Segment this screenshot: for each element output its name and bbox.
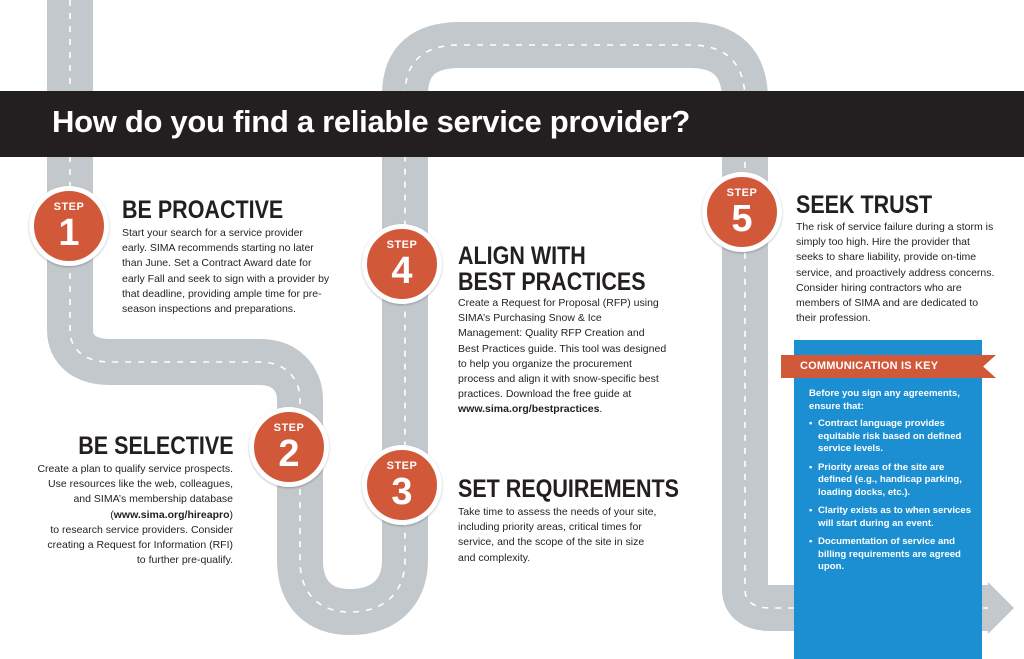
step-2-link-close: ) (229, 508, 234, 521)
step-4-heading: ALIGN WITH BEST PRACTICES (458, 243, 646, 295)
step-5-badge: STEP 5 (702, 172, 782, 252)
step-1-heading: BE PROACTIVE (122, 196, 284, 224)
step-1-body: Start your search for a service provider… (122, 227, 330, 316)
step-2-label: STEP (273, 422, 305, 434)
communication-box (794, 340, 982, 659)
list-item: • Priority areas of the site are defined … (809, 462, 974, 500)
communication-title: COMMUNICATION IS KEY (800, 360, 939, 372)
list-item-text: Documentation of service and billing req… (818, 536, 961, 572)
step-4-body-text: Create a Request for Proposal (RFP) usin… (458, 297, 667, 401)
communication-tab (781, 355, 996, 378)
step-5-label: STEP (726, 187, 758, 199)
bullet: • (809, 536, 813, 547)
bullet: • (809, 418, 813, 429)
step-3-heading: SET REQUIREMENTS (458, 475, 680, 503)
step-3-badge: STEP 3 (362, 445, 442, 525)
road-center-line (69, 0, 990, 613)
step-1-badge: STEP 1 (29, 186, 109, 266)
step-4-number: 4 (391, 250, 413, 292)
road-arrow-head (988, 582, 1014, 634)
communication-intro: Before you sign any agreements, ensure t… (809, 388, 960, 412)
bullet: • (809, 505, 813, 516)
step-2-link-open: ( (110, 508, 114, 521)
step-2-badge: STEP 2 (249, 407, 329, 487)
list-item-text: Priority areas of the site are defined (… (818, 461, 962, 498)
step-2-heading: BE SELECTIVE (78, 432, 234, 460)
step-4-label: STEP (386, 239, 418, 251)
list-item-text: Contract language provides equitable ris… (818, 418, 962, 454)
step-2-body-2: to research service providers. Consider … (47, 523, 233, 567)
list-item: • Documentation of service and billing re… (809, 536, 974, 574)
step-4-link[interactable]: www.sima.org/bestpractices (458, 403, 600, 416)
step-4-badge: STEP 4 (362, 224, 442, 304)
step-1-label: STEP (53, 201, 85, 213)
bullet: • (809, 461, 813, 473)
list-item-text: Clarity exists as to when services will … (818, 505, 972, 529)
step-4-body: Create a Request for Proposal (RFP) usin… (458, 296, 668, 418)
list-item: • Contract language provides equitable ri… (809, 418, 974, 456)
step-4-heading-line-1: ALIGN WITH (458, 242, 586, 270)
step-3-body: Take time to assess the needs of your si… (458, 506, 657, 564)
list-item: • Clarity exists as to when services will… (809, 505, 974, 530)
step-5-number: 5 (731, 198, 753, 240)
page-title: How do you find a reliable service provi… (52, 104, 690, 139)
step-4-link-suffix: . (599, 403, 603, 416)
step-2-body: Create a plan to qualify service prospec… (37, 462, 233, 568)
step-2-link[interactable]: www.sima.org/hireapro (113, 508, 230, 521)
step-3-label: STEP (386, 460, 418, 472)
step-5-heading: SEEK TRUST (796, 191, 933, 219)
title-banner (0, 91, 1024, 157)
step-4-heading-line-2: BEST PRACTICES (458, 268, 646, 296)
step-2-number: 2 (278, 433, 300, 475)
step-3-number: 3 (391, 471, 413, 513)
step-1-number: 1 (58, 212, 80, 254)
communication-list: • Contract language provides equitable ri… (809, 418, 974, 580)
step-2-body-1: Create a plan to qualify service prospec… (37, 463, 233, 506)
step-5-body: The risk of service failure during a sto… (796, 221, 995, 325)
